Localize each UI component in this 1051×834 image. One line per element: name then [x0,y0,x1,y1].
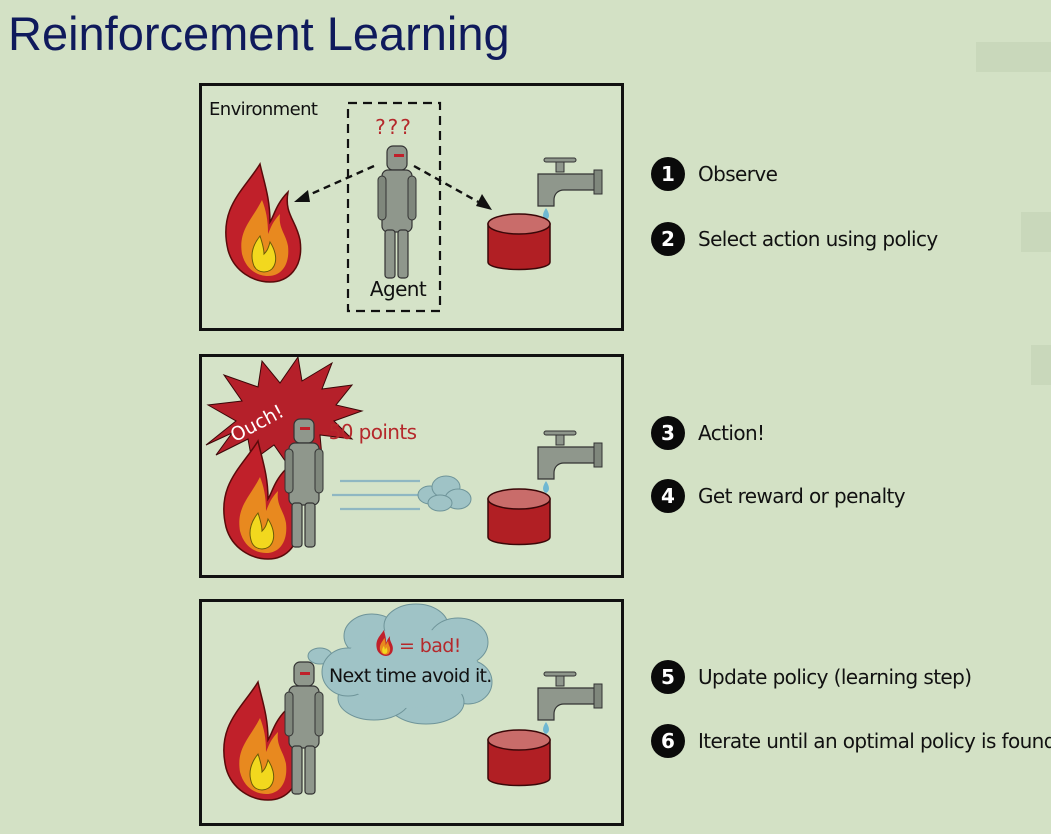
step-label: Select action using policy [698,227,938,251]
motion-lines [332,479,420,511]
robot-agent-icon [284,418,324,548]
step-label: Observe [698,162,778,186]
edge-shade-3 [1031,345,1051,385]
panel-observe-drawing: Environment ??? Agent [209,99,603,313]
starburst-icon: Ouch! [205,357,364,467]
step-label: Get reward or penalty [698,484,906,508]
arrow-to-water [413,164,492,210]
step-select-action: 2 Select action using policy [651,222,938,256]
water-tap-icon [537,430,603,493]
step-number-badge: 6 [651,724,685,758]
step-number-badge: 2 [651,222,685,256]
panel-observe: Environment ??? Agent [199,83,624,331]
edge-shade-1 [976,42,1051,72]
thought-label: Next time avoid it. [329,665,492,687]
step-number-badge: 5 [651,660,685,694]
dust-cloud-icon [417,475,472,512]
edge-shade-2 [1021,212,1051,252]
panel-update: = bad! Next time avoid it. [199,599,624,826]
step-number-badge: 4 [651,479,685,513]
fire-icon [225,162,302,283]
step-update-policy: 5 Update policy (learning step) [651,660,972,694]
step-observe: 1 Observe [651,157,778,191]
fire-icon [223,439,300,560]
step-reward: 4 Get reward or penalty [651,479,906,513]
bad-label: = bad! [399,635,461,657]
question-marks: ??? [375,115,413,139]
robot-agent-icon [377,145,417,279]
step-iterate: 6 Iterate until an optimal policy is fou… [651,724,1051,758]
step-label: Iterate until an optimal policy is found [698,729,1051,753]
thought-cloud-icon [307,603,493,725]
panel-action: Ouch! -50 points [199,354,624,578]
fire-icon [376,630,393,656]
step-action: 3 Action! [651,416,765,450]
robot-agent-icon [284,661,324,795]
water-tap-icon [537,157,603,220]
panel-update-drawing: = bad! Next time avoid it. [223,603,603,801]
agent-dashed-box [346,101,442,313]
bucket-icon [487,729,551,787]
step-label: Update policy (learning step) [698,665,972,689]
fire-icon [223,680,300,801]
water-tap-icon [537,671,603,734]
environment-label: Environment [209,99,318,120]
bucket-icon [487,488,551,546]
reward-label: -50 points [322,420,417,444]
step-number-badge: 1 [651,157,685,191]
agent-label: Agent [370,277,427,301]
step-number-badge: 3 [651,416,685,450]
panel-action-drawing: Ouch! -50 points [205,357,603,560]
bucket-icon [487,213,551,271]
step-label: Action! [698,421,765,445]
arrow-to-fire [294,164,375,202]
page-title: Reinforcement Learning [8,7,510,60]
